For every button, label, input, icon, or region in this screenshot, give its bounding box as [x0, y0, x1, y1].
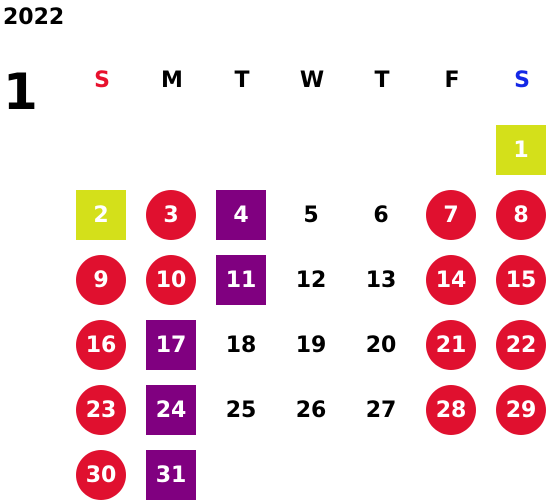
- day-cell: 30: [76, 450, 126, 500]
- day-cell: 25: [225, 397, 257, 423]
- day-cell: 23: [76, 385, 126, 435]
- day-cell: 16: [76, 320, 126, 370]
- day-cell: 2: [76, 190, 126, 240]
- day-cell: 24: [146, 385, 196, 435]
- day-cell: 10: [146, 255, 196, 305]
- day-cell: 8: [496, 190, 546, 240]
- day-cell: 3: [146, 190, 196, 240]
- day-cell: 20: [365, 332, 397, 358]
- weekday-sun: S: [94, 68, 110, 93]
- day-cell: 1: [496, 125, 546, 175]
- day-cell: 17: [146, 320, 196, 370]
- day-cell: 5: [303, 202, 319, 228]
- weekday-wed: W: [299, 68, 325, 93]
- weekday-sat: S: [514, 68, 530, 93]
- weekday-fri: F: [444, 68, 460, 93]
- weekday-tue: T: [234, 68, 250, 93]
- day-cell: 22: [496, 320, 546, 370]
- day-cell: 12: [295, 267, 327, 293]
- day-cell: 28: [426, 385, 476, 435]
- day-cell: 4: [216, 190, 266, 240]
- day-cell: 14: [426, 255, 476, 305]
- weekday-thu: T: [374, 68, 390, 93]
- day-cell: 27: [365, 397, 397, 423]
- calendar-year: 2022: [3, 5, 65, 30]
- day-cell: 26: [295, 397, 327, 423]
- calendar-month: 1: [3, 63, 38, 121]
- day-cell: 15: [496, 255, 546, 305]
- day-cell: 31: [146, 450, 196, 500]
- day-cell: 7: [426, 190, 476, 240]
- day-cell: 11: [216, 255, 266, 305]
- weekday-mon: M: [161, 68, 183, 93]
- day-cell: 9: [76, 255, 126, 305]
- day-cell: 21: [426, 320, 476, 370]
- day-cell: 29: [496, 385, 546, 435]
- day-cell: 6: [373, 202, 389, 228]
- day-cell: 13: [365, 267, 397, 293]
- day-cell: 19: [295, 332, 327, 358]
- day-cell: 18: [225, 332, 257, 358]
